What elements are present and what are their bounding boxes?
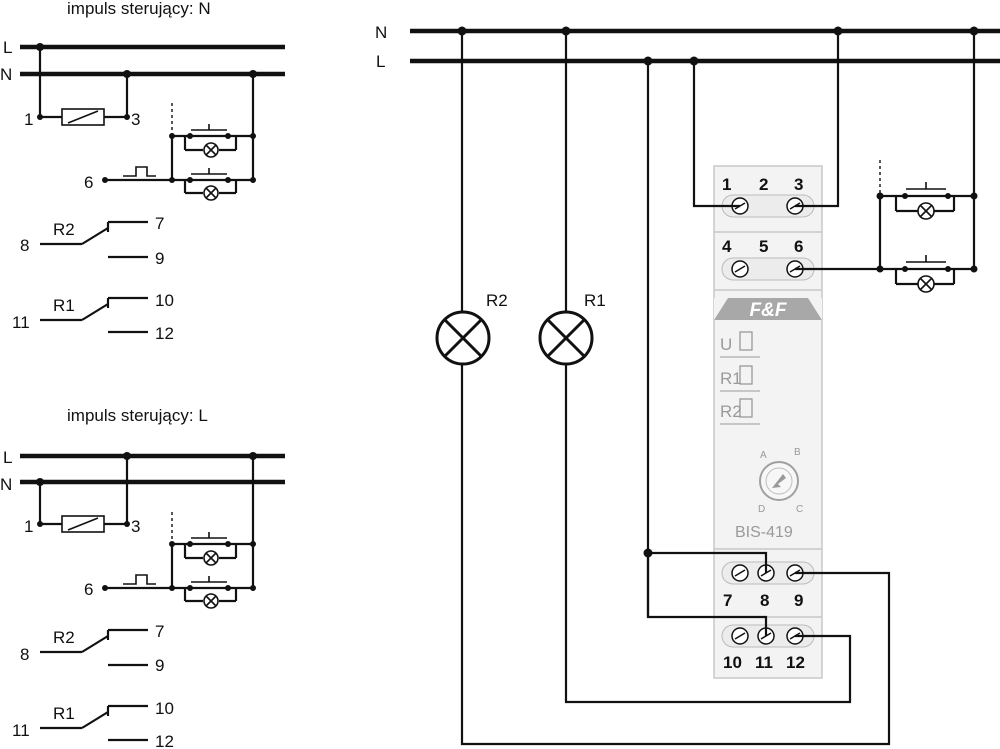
terminal-label-8: 8 bbox=[20, 236, 29, 255]
terminal-label-11b: 11 bbox=[12, 721, 30, 740]
indicator-u-label: U bbox=[720, 335, 732, 354]
dev-term-10: 10 bbox=[723, 653, 742, 672]
device-model-label: BIS-419 bbox=[735, 524, 793, 541]
dial-letter-d: D bbox=[758, 504, 765, 515]
caption-impulse-l: impuls sterujący: L bbox=[67, 406, 208, 425]
relay-label-r2b: R2 bbox=[53, 628, 75, 647]
dev-term-1: 1 bbox=[722, 175, 731, 194]
dev-term-12: 12 bbox=[786, 653, 805, 672]
terminal-label-11: 11 bbox=[12, 313, 30, 332]
dev-term-6: 6 bbox=[794, 237, 803, 256]
pushbutton-lamp-2 bbox=[917, 275, 935, 293]
terminal-label-12: 12 bbox=[155, 324, 174, 343]
relay-label-r1: R1 bbox=[53, 296, 75, 315]
dev-term-7: 7 bbox=[723, 591, 732, 610]
terminal-label-9: 9 bbox=[155, 249, 164, 268]
terminal-label-10b: 10 bbox=[155, 699, 174, 718]
dev-term-3: 3 bbox=[794, 175, 803, 194]
terminal-label-9b: 9 bbox=[155, 656, 164, 675]
indicator-u-led bbox=[739, 331, 753, 351]
main-label-l: L bbox=[376, 52, 385, 71]
relay-label-r1b: R1 bbox=[53, 704, 75, 723]
caption-impulse-n: impuls sterujący: N bbox=[67, 0, 211, 18]
dial-letter-c: C bbox=[796, 504, 803, 515]
dev-term-9: 9 bbox=[794, 591, 803, 610]
pushbutton-lamp-1 bbox=[917, 202, 935, 220]
relay-label-r2: R2 bbox=[53, 220, 75, 239]
label-n-top: N bbox=[0, 65, 12, 84]
terminal-label-7b: 7 bbox=[155, 622, 164, 641]
terminal-label-6: 6 bbox=[84, 173, 93, 192]
schematic-impulse-n: impuls sterujący: N L N 1 3 bbox=[0, 0, 285, 343]
mode-dial[interactable]: A B C D bbox=[758, 447, 803, 515]
dial-letter-a: A bbox=[760, 450, 767, 461]
dev-term-5: 5 bbox=[759, 237, 768, 256]
label-n-bottom: N bbox=[0, 475, 12, 494]
dev-term-11: 11 bbox=[755, 653, 773, 672]
main-label-n: N bbox=[375, 23, 387, 42]
dev-term-2: 2 bbox=[759, 175, 768, 194]
terminal-label-3: 3 bbox=[131, 110, 140, 129]
label-l-bottom: L bbox=[3, 448, 12, 467]
lamp-label-r1: R1 bbox=[584, 291, 606, 310]
lamp-label-r2: R2 bbox=[486, 291, 508, 310]
dev-term-4: 4 bbox=[722, 237, 732, 256]
brand-logo: F&F bbox=[750, 300, 788, 321]
terminal-label-1: 1 bbox=[24, 110, 33, 129]
device-bis419: 1 2 3 4 5 6 F&F U R1 bbox=[713, 165, 823, 679]
schematic-impulse-l: impuls sterujący: L L N 1 3 bbox=[0, 406, 285, 749]
main-wiring: N L 1 2 3 4 5 6 bbox=[375, 23, 1000, 746]
terminal-label-7: 7 bbox=[155, 214, 164, 233]
indicator-r2-led bbox=[739, 398, 753, 418]
indicator-r1-label: R1 bbox=[720, 369, 742, 388]
terminal-label-6b: 6 bbox=[84, 580, 93, 599]
indicator-r2-label: R2 bbox=[720, 402, 742, 421]
terminal-label-12b: 12 bbox=[155, 732, 174, 749]
dial-letter-b: B bbox=[794, 447, 801, 458]
terminal-label-1b: 1 bbox=[24, 517, 33, 536]
terminal-label-8b: 8 bbox=[20, 645, 29, 664]
terminal-label-10: 10 bbox=[155, 291, 174, 310]
terminal-label-3b: 3 bbox=[131, 517, 140, 536]
dev-term-8: 8 bbox=[760, 591, 769, 610]
indicator-r1-led bbox=[739, 365, 753, 385]
label-l-top: L bbox=[3, 38, 12, 57]
